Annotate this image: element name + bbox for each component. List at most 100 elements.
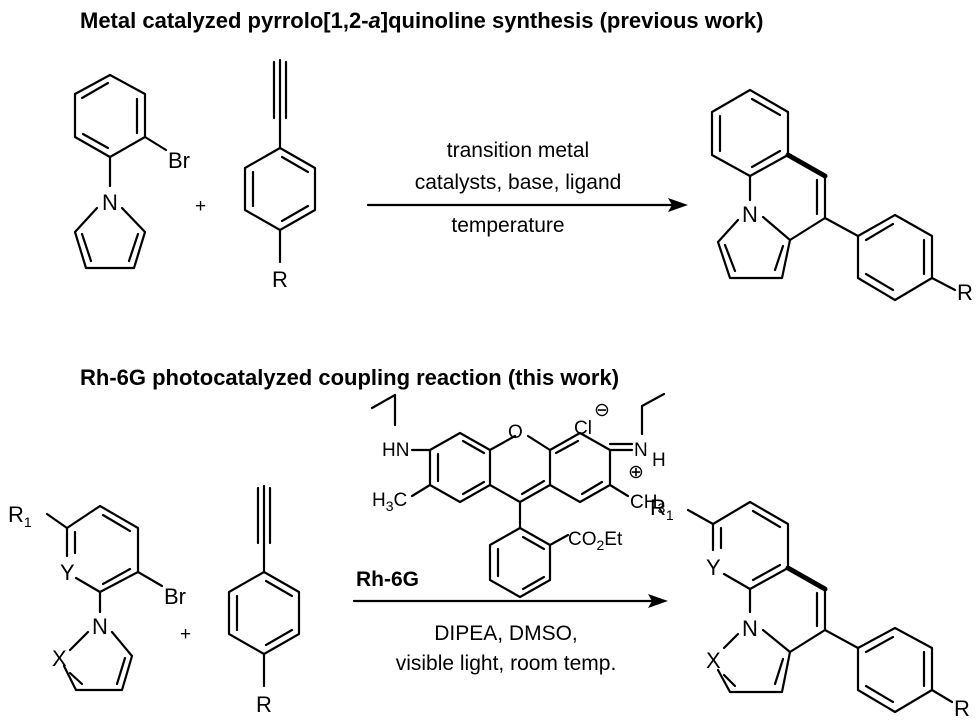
bromine-label: Br xyxy=(164,584,186,609)
c-aryl-bond xyxy=(823,628,860,650)
r1-label: R1 xyxy=(8,502,32,530)
c-r-bond xyxy=(930,688,954,704)
top-reactant-bromophenylpyrrole: Br N xyxy=(73,73,190,270)
c-o-bond xyxy=(488,434,517,452)
aryl-ring xyxy=(856,626,934,714)
y-label: Y xyxy=(60,560,75,585)
aromatic-bond xyxy=(750,97,782,117)
n-x-bond xyxy=(722,632,740,650)
pyrrole-double-bond xyxy=(80,232,93,263)
aromatic-bond xyxy=(580,480,604,496)
aromatic-bond xyxy=(864,272,895,292)
aromatic-bond xyxy=(264,628,294,647)
heteroaryl-ring xyxy=(711,500,790,591)
aryl-ring xyxy=(856,213,934,302)
methyl-bond xyxy=(410,483,432,498)
bottom-condition-line2: visible light, room temp. xyxy=(396,652,617,675)
top-condition-line2: catalysts, base, ligand xyxy=(415,171,622,194)
aromatic-bond xyxy=(264,579,294,598)
azole-double-bond xyxy=(722,673,737,688)
aromatic-bond xyxy=(81,132,110,150)
r-group-label: R xyxy=(272,267,288,292)
top-reaction-arrow: transition metal catalysts, base, ligand… xyxy=(366,139,688,237)
catalyst-label: Rh-6G xyxy=(356,568,419,591)
top-product-pyrroloquinoline: N R xyxy=(710,88,973,305)
x-label: X xyxy=(52,646,67,671)
benzo-ring xyxy=(710,88,790,178)
top-heading: Metal catalyzed pyrrolo[1,2-a]quinoline … xyxy=(80,8,763,33)
n-c-bond xyxy=(761,628,792,654)
aromatic-bond xyxy=(80,81,110,100)
bottom-reactant-heteroaryl: R1 Y Br N X xyxy=(8,502,186,692)
ch3-right-label: CH3 xyxy=(630,492,665,516)
azole-ring xyxy=(62,630,134,692)
aromatic-bond xyxy=(864,684,895,704)
bottom-reaction-arrow: Rh-6G DIPEA, DMSO, visible light, room t… xyxy=(352,568,668,675)
azole-double-bond xyxy=(773,657,785,686)
pyrrole-ring xyxy=(716,218,792,280)
c-c-bond xyxy=(518,483,552,504)
x-label: X xyxy=(706,648,721,673)
benzene-ring xyxy=(227,570,301,656)
aromatic-bond xyxy=(101,567,132,586)
ethyl-bond xyxy=(370,393,397,410)
azole-ring xyxy=(716,650,792,694)
oxygen-label: O xyxy=(508,422,523,443)
c-br-bond xyxy=(143,135,168,152)
o-c-bond xyxy=(526,434,552,452)
top-reactant-arylalkyne: R xyxy=(243,58,317,292)
r-group-label: R xyxy=(954,696,970,721)
benzene-ring xyxy=(243,146,317,232)
xanthene-right-ring xyxy=(548,431,612,504)
nitrogen-label: N xyxy=(92,614,108,639)
new-bond-bold xyxy=(785,152,828,179)
c-r1-bond xyxy=(45,512,69,530)
c-br-bond xyxy=(136,570,164,588)
plus-sign: + xyxy=(195,196,206,217)
ethyl-bond xyxy=(640,392,666,408)
azole-double-bond xyxy=(68,671,84,686)
aromatic-bond xyxy=(461,439,486,455)
aromatic-bond xyxy=(101,513,132,533)
ch3-left-label: H3C xyxy=(372,490,407,514)
y-label: Y xyxy=(706,555,721,580)
chloride-label: Cl xyxy=(574,418,592,439)
aromatic-bond xyxy=(751,563,782,582)
heteroaryl-ring xyxy=(65,504,140,594)
r-group-label: R xyxy=(957,280,973,305)
arrow-head xyxy=(668,198,688,212)
aromatic-bond xyxy=(864,635,895,654)
nitrogen-label: N xyxy=(742,202,758,227)
aromatic-bond xyxy=(751,509,782,529)
azole-double-bond xyxy=(115,656,127,686)
aromatic-bond xyxy=(864,222,895,242)
methyl-bond xyxy=(608,483,630,498)
aromatic-bond xyxy=(521,575,546,591)
rhodamine-6g-structure: HN H3C O N H ⊕ Cl ⊖ CH3 xyxy=(370,392,666,599)
h-label: H xyxy=(652,450,666,471)
pyrrole-double-bond xyxy=(773,244,785,272)
aromatic-bond xyxy=(280,204,310,223)
c-c-double-bond xyxy=(520,479,546,496)
bromine-label: Br xyxy=(168,148,190,173)
aromatic-bond xyxy=(461,480,486,496)
top-condition-line3: temperature xyxy=(451,214,564,237)
n-x-bond xyxy=(68,630,90,652)
pyrrole-double-bond xyxy=(127,232,140,263)
ester-label: CO2Et xyxy=(568,529,623,553)
hn-label: HN xyxy=(382,440,409,461)
c-c-bond xyxy=(488,483,522,504)
aromatic-bond xyxy=(521,535,546,551)
c-aryl-bond xyxy=(823,216,860,238)
top-condition-line1: transition metal xyxy=(447,139,589,162)
r-group-label: R xyxy=(256,692,272,717)
aromatic-bond xyxy=(554,439,580,455)
aromatic-bond xyxy=(750,149,782,169)
c-c-bond xyxy=(788,216,827,242)
new-bond-bold xyxy=(785,565,828,592)
nitrogen-label: N xyxy=(102,190,118,215)
bottom-condition-line1: DIPEA, DMSO, xyxy=(434,622,578,645)
n-label: N xyxy=(634,440,648,461)
bottom-reactant-arylalkyne: R xyxy=(227,484,301,717)
